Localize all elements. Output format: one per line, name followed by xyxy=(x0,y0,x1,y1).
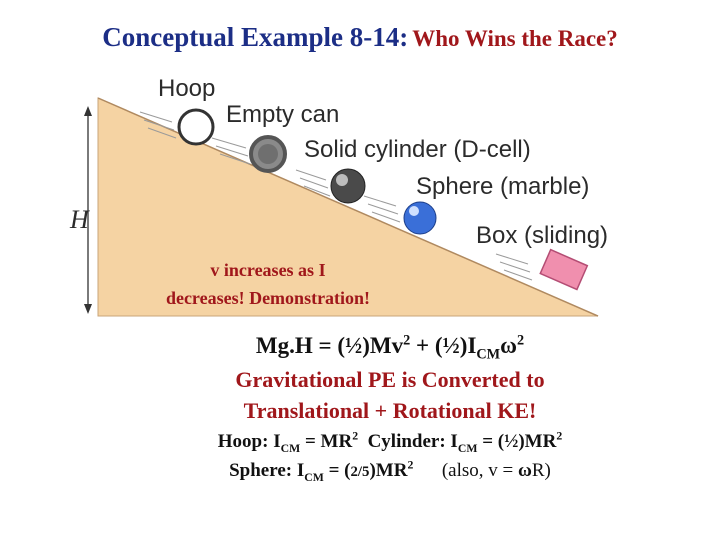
sphere-object xyxy=(403,201,437,235)
cylinder-cm-sub: CM xyxy=(457,441,478,455)
solid-cylinder-shine xyxy=(336,174,348,186)
sphere-sq: 2 xyxy=(407,458,414,472)
label-solid-cylinder: Solid cylinder (D-cell) xyxy=(304,136,531,163)
height-arrow-top xyxy=(84,106,92,116)
label-sphere: Sphere (marble) xyxy=(416,173,589,200)
energy-equation: Mg.H = (½)Mv2 + (½)ICMω2 xyxy=(30,332,720,362)
demonstration-note: v increases as I decreases! Demonstratio… xyxy=(122,256,414,312)
height-label: H xyxy=(69,205,90,234)
eq-exp2: 2 xyxy=(516,332,525,349)
label-hoop: Hoop xyxy=(158,75,215,102)
moments-line-1: Hoop: ICM = MR2 Cylinder: ICM = (½)MR2 xyxy=(30,429,720,455)
eq-lhs: Mg.H = (½)Mv xyxy=(255,333,404,358)
eq-omega: ω xyxy=(500,333,517,358)
title-main: Who Wins the Race? xyxy=(412,26,618,51)
sphere-moment-value-b: )MR xyxy=(369,460,408,481)
sphere-shine xyxy=(409,206,419,216)
height-arrow-bottom xyxy=(84,304,92,314)
hoop-object xyxy=(177,108,215,146)
sphere-fraction: 2/5 xyxy=(350,464,370,480)
label-box: Box (sliding) xyxy=(476,222,608,249)
box-object xyxy=(539,248,589,291)
also-omega: ω xyxy=(517,460,532,481)
label-empty-can: Empty can xyxy=(226,101,339,128)
sphere-moment-label: Sphere: I xyxy=(229,460,305,481)
statement-line-1: Gravitational PE is Converted to xyxy=(235,367,545,392)
cylinder-sq: 2 xyxy=(556,429,563,443)
slide-title: Conceptual Example 8-14: Who Wins the Ra… xyxy=(0,22,720,53)
eq-exp1: 2 xyxy=(403,332,411,349)
motion-streaks xyxy=(139,111,533,281)
statement-line-2: Translational + Rotational KE! xyxy=(243,398,537,423)
sphere-cm-sub: CM xyxy=(304,470,324,484)
moments-line-2: Sphere: ICM = (2/5)MR2 (also, v = ωR) xyxy=(30,458,720,484)
eq-sub-cm: CM xyxy=(476,346,501,363)
note-line-1: v increases as I xyxy=(210,260,326,280)
also-end: R) xyxy=(531,460,551,481)
hoop-moment-value: = MR xyxy=(300,431,353,452)
hoop-cm-sub: CM xyxy=(280,441,301,455)
cylinder-moment-label: Cylinder: I xyxy=(367,431,458,452)
hoop-moment-label: Hoop: I xyxy=(217,431,281,452)
solid-cylinder-object xyxy=(330,168,366,204)
also-text: (also, v = xyxy=(441,460,518,481)
eq-mid: + (½)I xyxy=(410,333,477,358)
note-line-2: decreases! Demonstration! xyxy=(165,288,371,308)
title-prefix: Conceptual Example 8-14: xyxy=(102,22,409,52)
sphere-moment-value-a: = ( xyxy=(323,460,351,481)
hoop-sq: 2 xyxy=(352,429,359,443)
cylinder-moment-value: = (½)MR xyxy=(477,431,557,452)
empty-can-inner xyxy=(258,144,278,164)
